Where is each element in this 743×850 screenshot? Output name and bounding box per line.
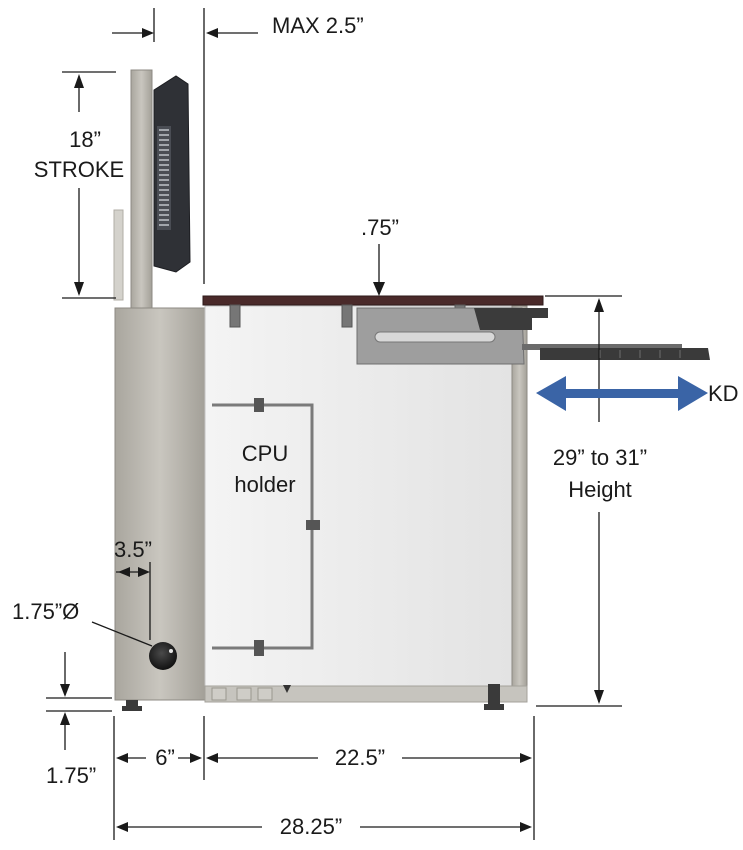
monitor-vents — [157, 126, 171, 230]
surface-thickness-label: .75” — [361, 215, 399, 240]
cabinet-right-edge — [511, 305, 528, 703]
tray-clip — [474, 308, 548, 330]
overall-depth-label: 28.25” — [279, 814, 343, 839]
knob-diameter-label: 1.75”Ø — [12, 599, 80, 624]
cabinet-panel — [204, 305, 528, 691]
desk-depth-label: 22.5” — [334, 745, 386, 770]
dimension-lines — [46, 8, 622, 840]
monitor-vent-lines — [159, 129, 169, 226]
mast-slot — [113, 209, 124, 301]
leveling-feet — [122, 684, 504, 711]
stroke-value-label: 18” — [69, 127, 101, 152]
column-depth-label: 6” — [155, 745, 175, 770]
desktop-surface — [202, 295, 544, 306]
monitor-mast — [130, 69, 153, 309]
cpu-holder-label-line1: CPU — [241, 441, 289, 466]
max-screen-depth-label: MAX 2.5” — [272, 13, 364, 38]
base-height-label: 1.75” — [46, 763, 97, 788]
keyboard-tray-label: KD — [708, 381, 739, 406]
tray-arm — [522, 344, 682, 350]
knob-highlight — [169, 649, 173, 653]
keyboard-tray — [540, 348, 710, 360]
stroke-word-label: STROKE — [33, 157, 125, 182]
cpu-holder-label-line2: holder — [234, 472, 296, 497]
tray-slot — [374, 331, 496, 343]
keyboard-keys — [599, 350, 681, 358]
cpu-holder-clamps — [254, 398, 320, 656]
lift-column — [114, 307, 206, 701]
height-word-label: Height — [568, 477, 632, 502]
keyboard-tray-arrow — [536, 376, 708, 411]
adjustment-knob — [149, 642, 177, 670]
column-width-label: 3.5” — [114, 537, 152, 562]
height-range-label: 29” to 31” — [552, 445, 648, 470]
base-hardware — [211, 687, 273, 701]
cabinet-base — [204, 685, 528, 703]
base-marker — [283, 685, 291, 693]
